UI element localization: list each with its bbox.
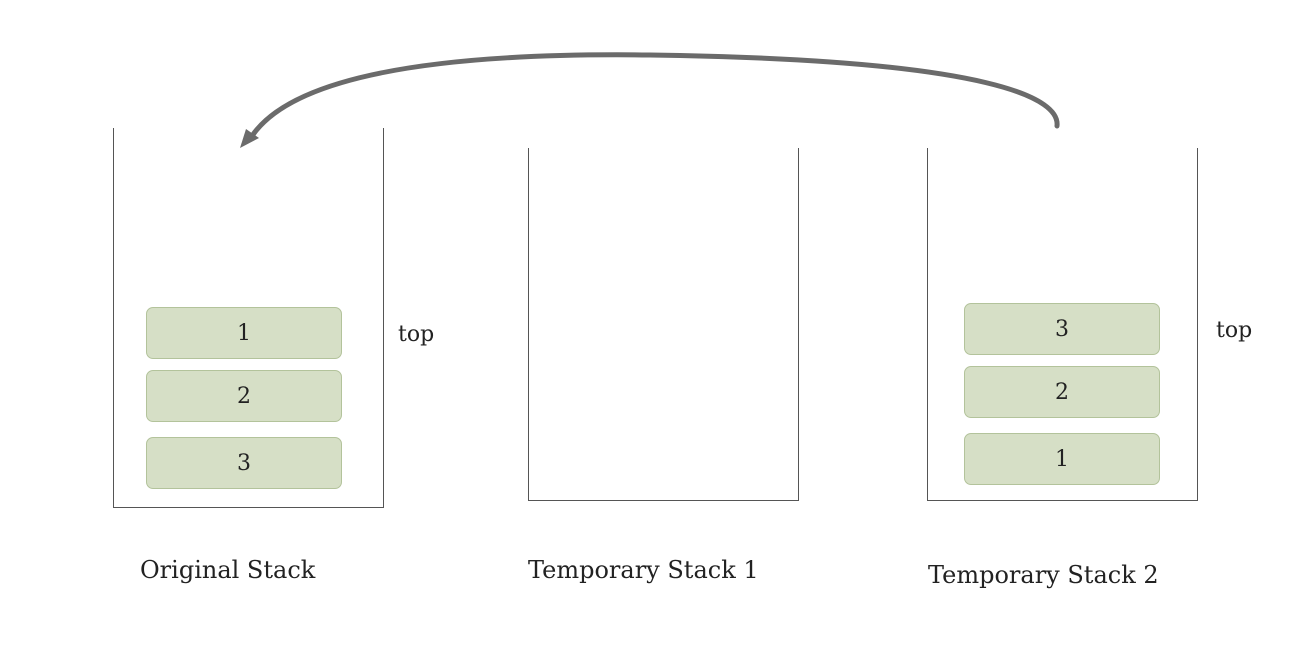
original-stack-caption: Original Stack xyxy=(140,556,316,584)
original-stack-item-3: 3 xyxy=(146,437,342,489)
temporary-stack-2-item-1: 3 xyxy=(964,303,1160,355)
temporary-stack-1-caption: Temporary Stack 1 xyxy=(528,556,759,584)
original-stack-container xyxy=(113,128,384,508)
temporary-stack-2-top-label: top xyxy=(1216,318,1253,343)
original-stack-item-2: 2 xyxy=(146,370,342,422)
temporary-stack-2-caption: Temporary Stack 2 xyxy=(928,561,1159,589)
temporary-stack-2-item-3: 1 xyxy=(964,433,1160,485)
temporary-stack-1-container xyxy=(528,148,799,501)
transfer-arrow-curve xyxy=(249,52,1060,139)
temporary-stack-2-item-2: 2 xyxy=(964,366,1160,418)
arrow-head-icon xyxy=(240,129,259,148)
original-stack-item-1: 1 xyxy=(146,307,342,359)
original-stack-top-label: top xyxy=(398,322,435,347)
temporary-stack-2-container xyxy=(927,148,1198,501)
